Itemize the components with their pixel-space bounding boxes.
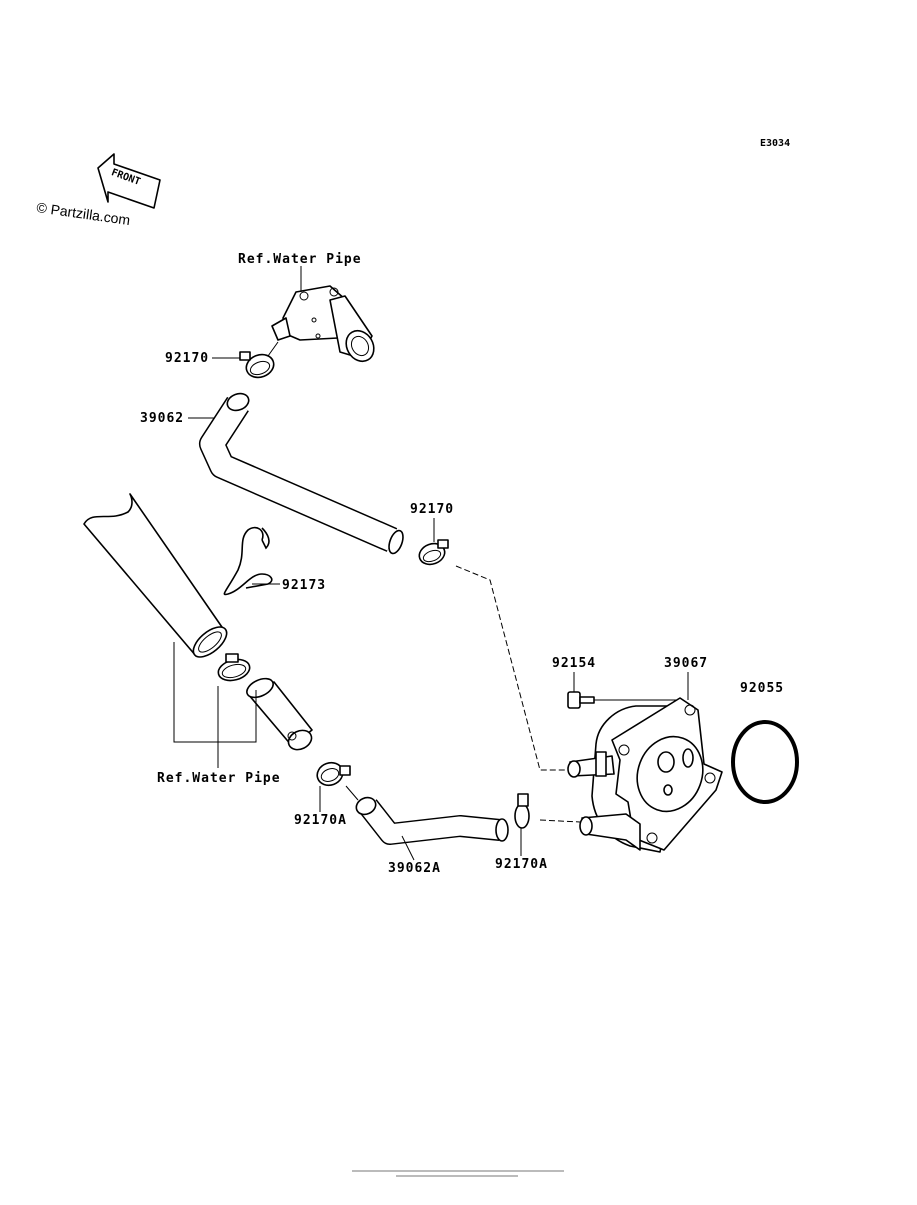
footer-copyright-line-2 (396, 1175, 518, 1177)
label-92055: 92055 (740, 681, 784, 696)
hose-clamp-92170-top (239, 351, 275, 379)
water-pipe (83, 493, 228, 658)
oil-cooler-upper-nipple (567, 751, 615, 778)
diagram-code: E3034 (760, 138, 790, 149)
water-pipe-fitting (246, 677, 313, 751)
label-39062A: 39062A (388, 861, 441, 876)
oil-cooler-lower-nipple (579, 813, 641, 851)
hose-clamp-92170-mid (418, 539, 449, 566)
bracket-ref-water-pipe (173, 642, 257, 743)
label-92170-b: 92170 (410, 502, 454, 517)
connector-line (267, 341, 279, 357)
bolt-92154 (567, 691, 595, 709)
hose-clamp-lower-left (217, 653, 251, 682)
connector-line-2 (345, 785, 359, 801)
label-92154: 92154 (552, 656, 596, 671)
dashed-path-lower (539, 819, 581, 823)
label-92173: 92173 (282, 578, 326, 593)
watermark: © Partzilla.com (36, 199, 132, 228)
label-92170A-left: 92170A (294, 813, 347, 828)
thermostat-housing (271, 285, 375, 363)
oil-cooler-39067 (591, 697, 723, 853)
hose-clamp-92170A-left (316, 761, 351, 787)
hose-39062A (355, 796, 509, 845)
clip-92173 (223, 526, 273, 596)
label-ref-water-pipe-top: Ref.Water Pipe (238, 252, 362, 267)
dashed-path-upper (455, 565, 568, 771)
label-92170-a: 92170 (165, 351, 209, 366)
label-39067: 39067 (664, 656, 708, 671)
front-arrow-icon: FRONT (97, 153, 161, 209)
o-ring-92055 (731, 720, 799, 804)
hose-clamp-92170A-right (514, 793, 530, 829)
label-92170A-right: 92170A (495, 857, 548, 872)
leader-39062A (401, 835, 415, 861)
label-ref-water-pipe-bottom: Ref.Water Pipe (157, 771, 281, 786)
footer-copyright (352, 1170, 564, 1172)
label-39062: 39062 (140, 411, 184, 426)
hose-39062 (199, 392, 404, 555)
